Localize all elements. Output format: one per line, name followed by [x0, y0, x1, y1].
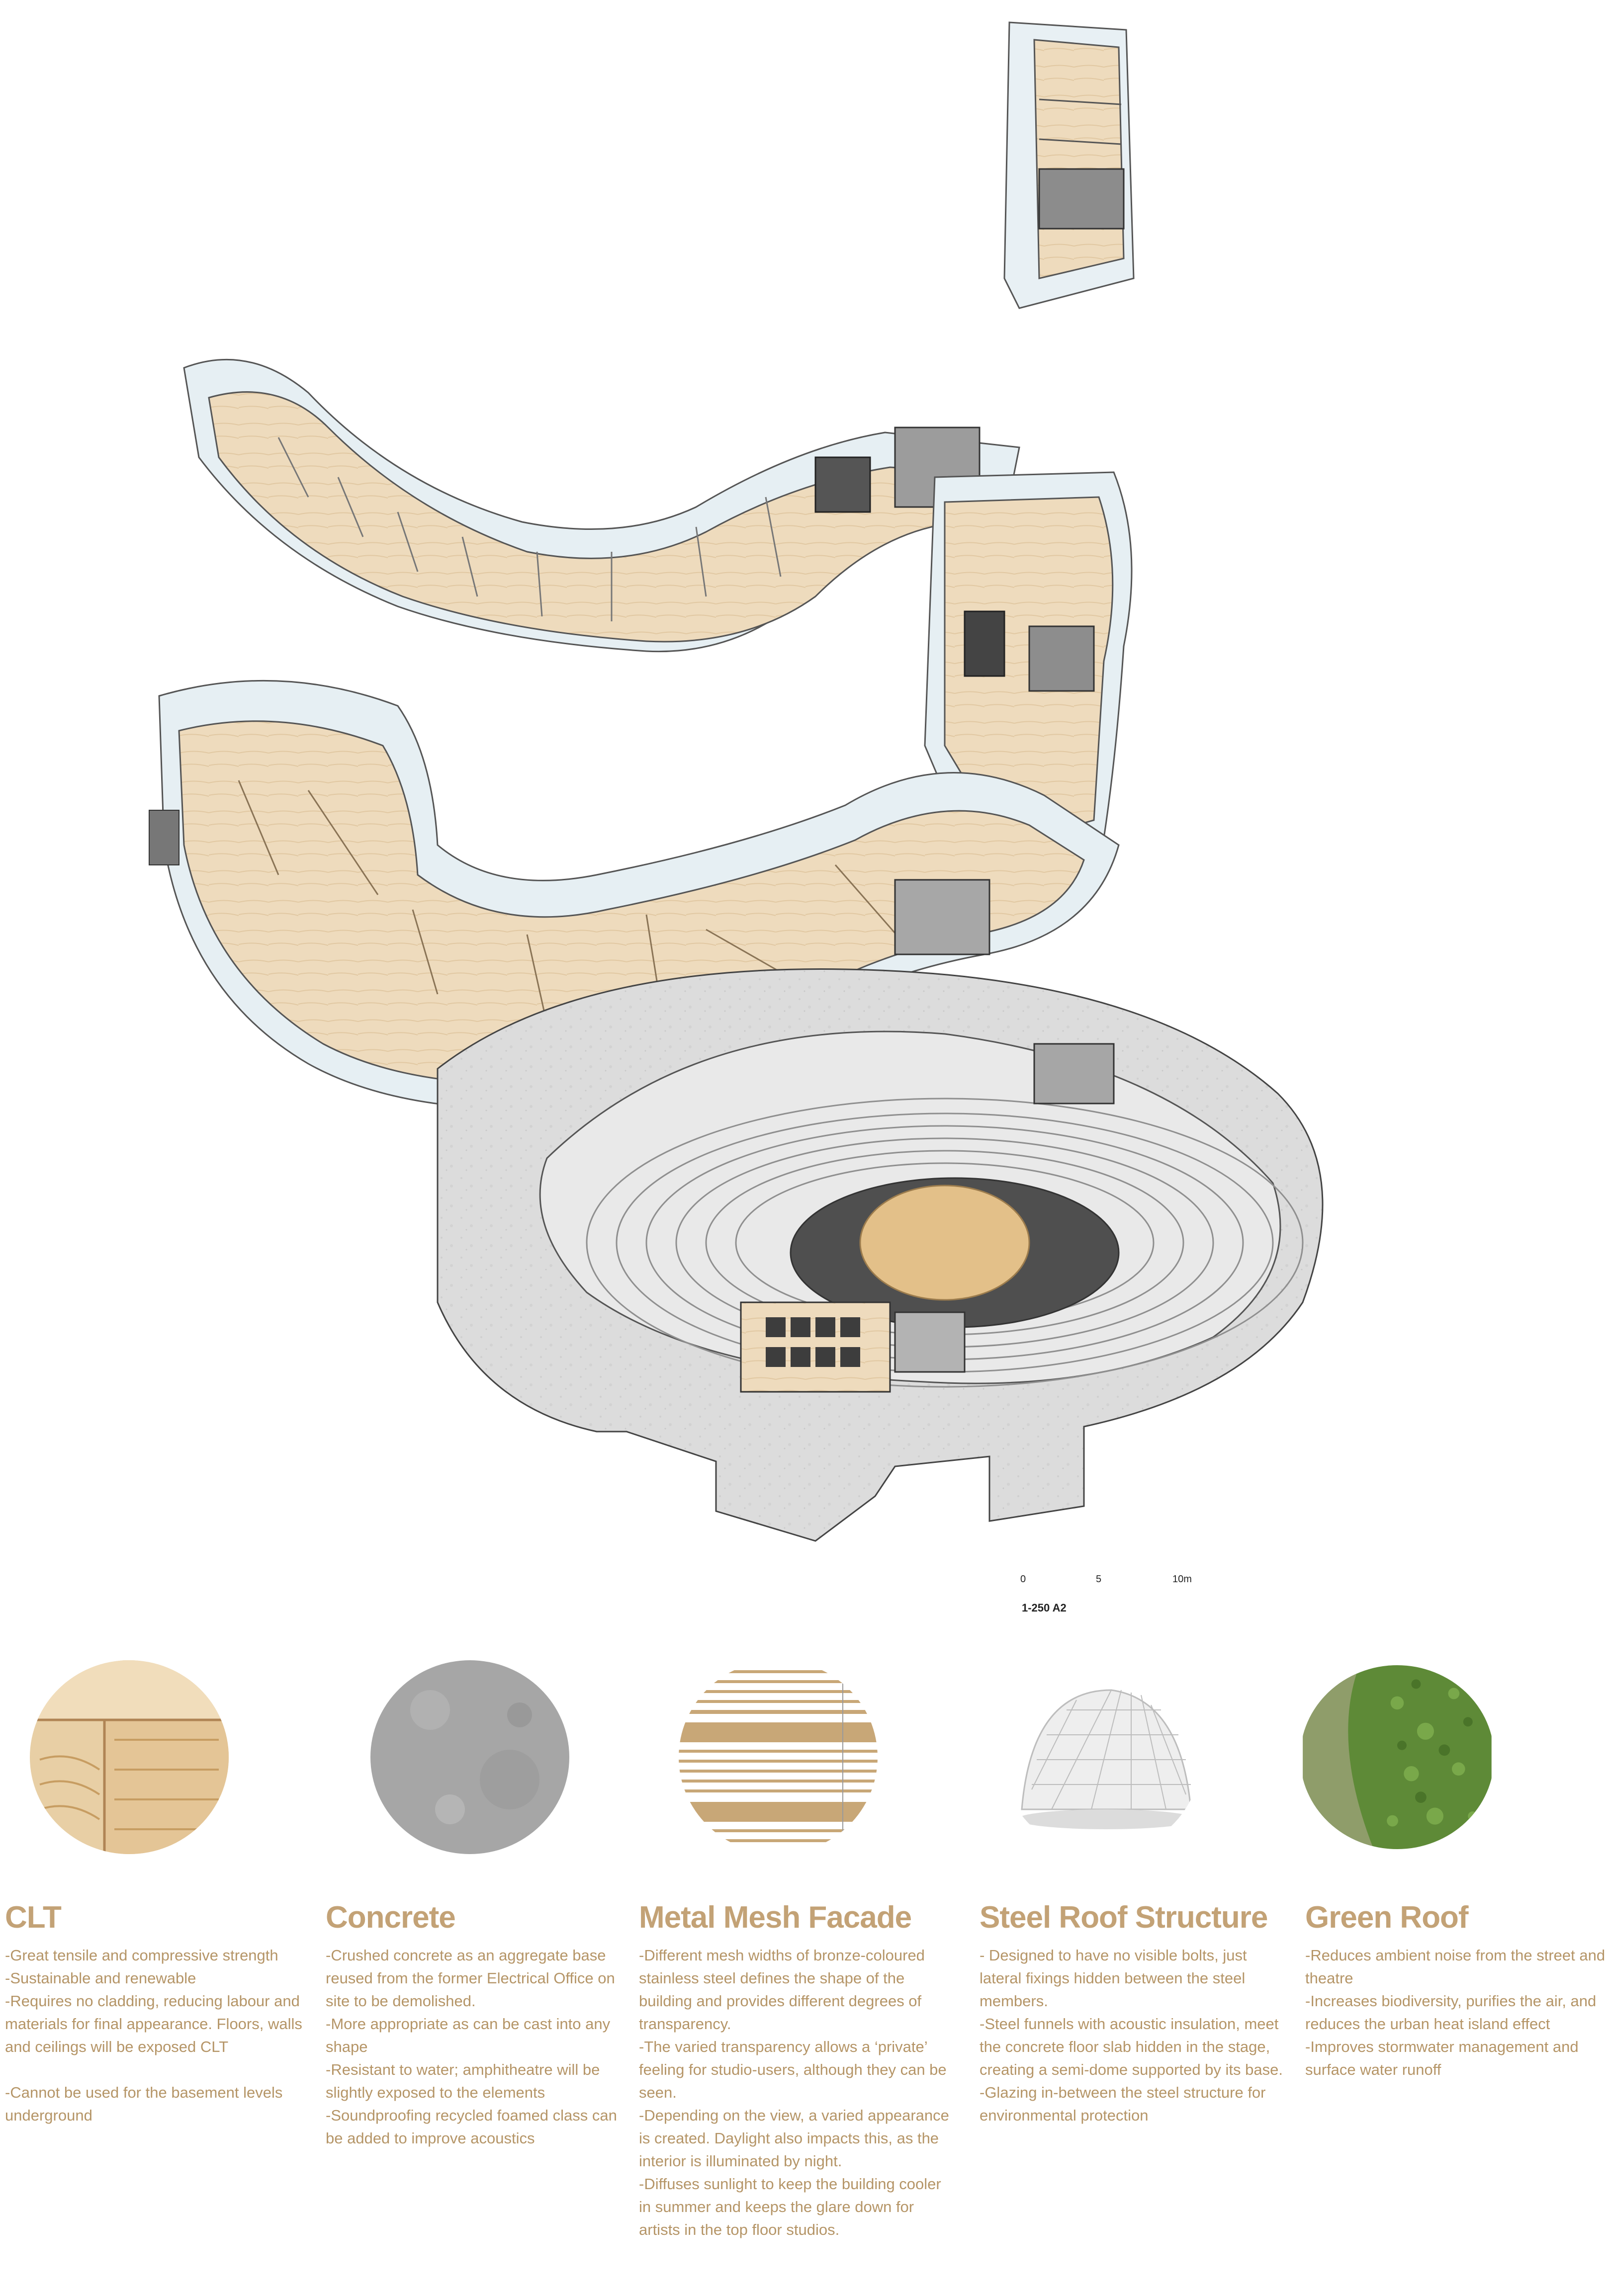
concrete-swatch-icon: [370, 1660, 569, 1854]
green-roof-swatch-icon: [1300, 1665, 1494, 1849]
scale-title: 1-250 A2: [1022, 1602, 1067, 1614]
material-description: - Designed to have no visible bolts, jus…: [980, 1947, 1283, 2124]
material-steel-roof-structure: Steel Roof Structure - Designed to have …: [980, 1901, 1288, 2127]
material-description: -Great tensile and compressive strength …: [5, 1947, 302, 2124]
exploded-axonometric-drawing: [149, 21, 1324, 1542]
amphitheatre-base: [437, 968, 1324, 1542]
material-green-roof: Green Roof -Reduces ambient noise from t…: [1305, 1901, 1609, 2081]
material-title: CLT: [5, 1900, 62, 1935]
material-title: Green Roof: [1305, 1900, 1469, 1935]
scale-tick-0: 0: [1020, 1574, 1026, 1585]
steel-roof-swatch-icon: [1002, 1660, 1201, 1854]
material-description: -Crushed concrete as an aggregate base r…: [326, 1947, 617, 2147]
upper-studio-floor: [183, 358, 1020, 653]
material-concrete: Concrete -Crushed concrete as an aggrega…: [326, 1901, 629, 2150]
material-description: -Reduces ambient noise from the street a…: [1305, 1947, 1606, 2078]
material-title: Steel Roof Structure: [980, 1900, 1268, 1935]
clt-timber-swatch-icon: [30, 1660, 229, 1854]
material-title: Metal Mesh Facade: [639, 1900, 912, 1935]
material-description: -Different mesh widths of bronze-coloure…: [639, 1947, 949, 2238]
scale-tick-10m: 10m: [1172, 1574, 1192, 1585]
material-clt: CLT -Great tensile and compressive stren…: [5, 1901, 313, 2127]
top-tower-module: [1003, 21, 1135, 309]
scale-tick-5: 5: [1096, 1574, 1102, 1585]
metal-mesh-swatch-icon: [679, 1660, 878, 1854]
material-metal-mesh-facade: Metal Mesh Facade -Different mesh widths…: [639, 1901, 957, 2241]
material-title: Concrete: [326, 1900, 456, 1935]
